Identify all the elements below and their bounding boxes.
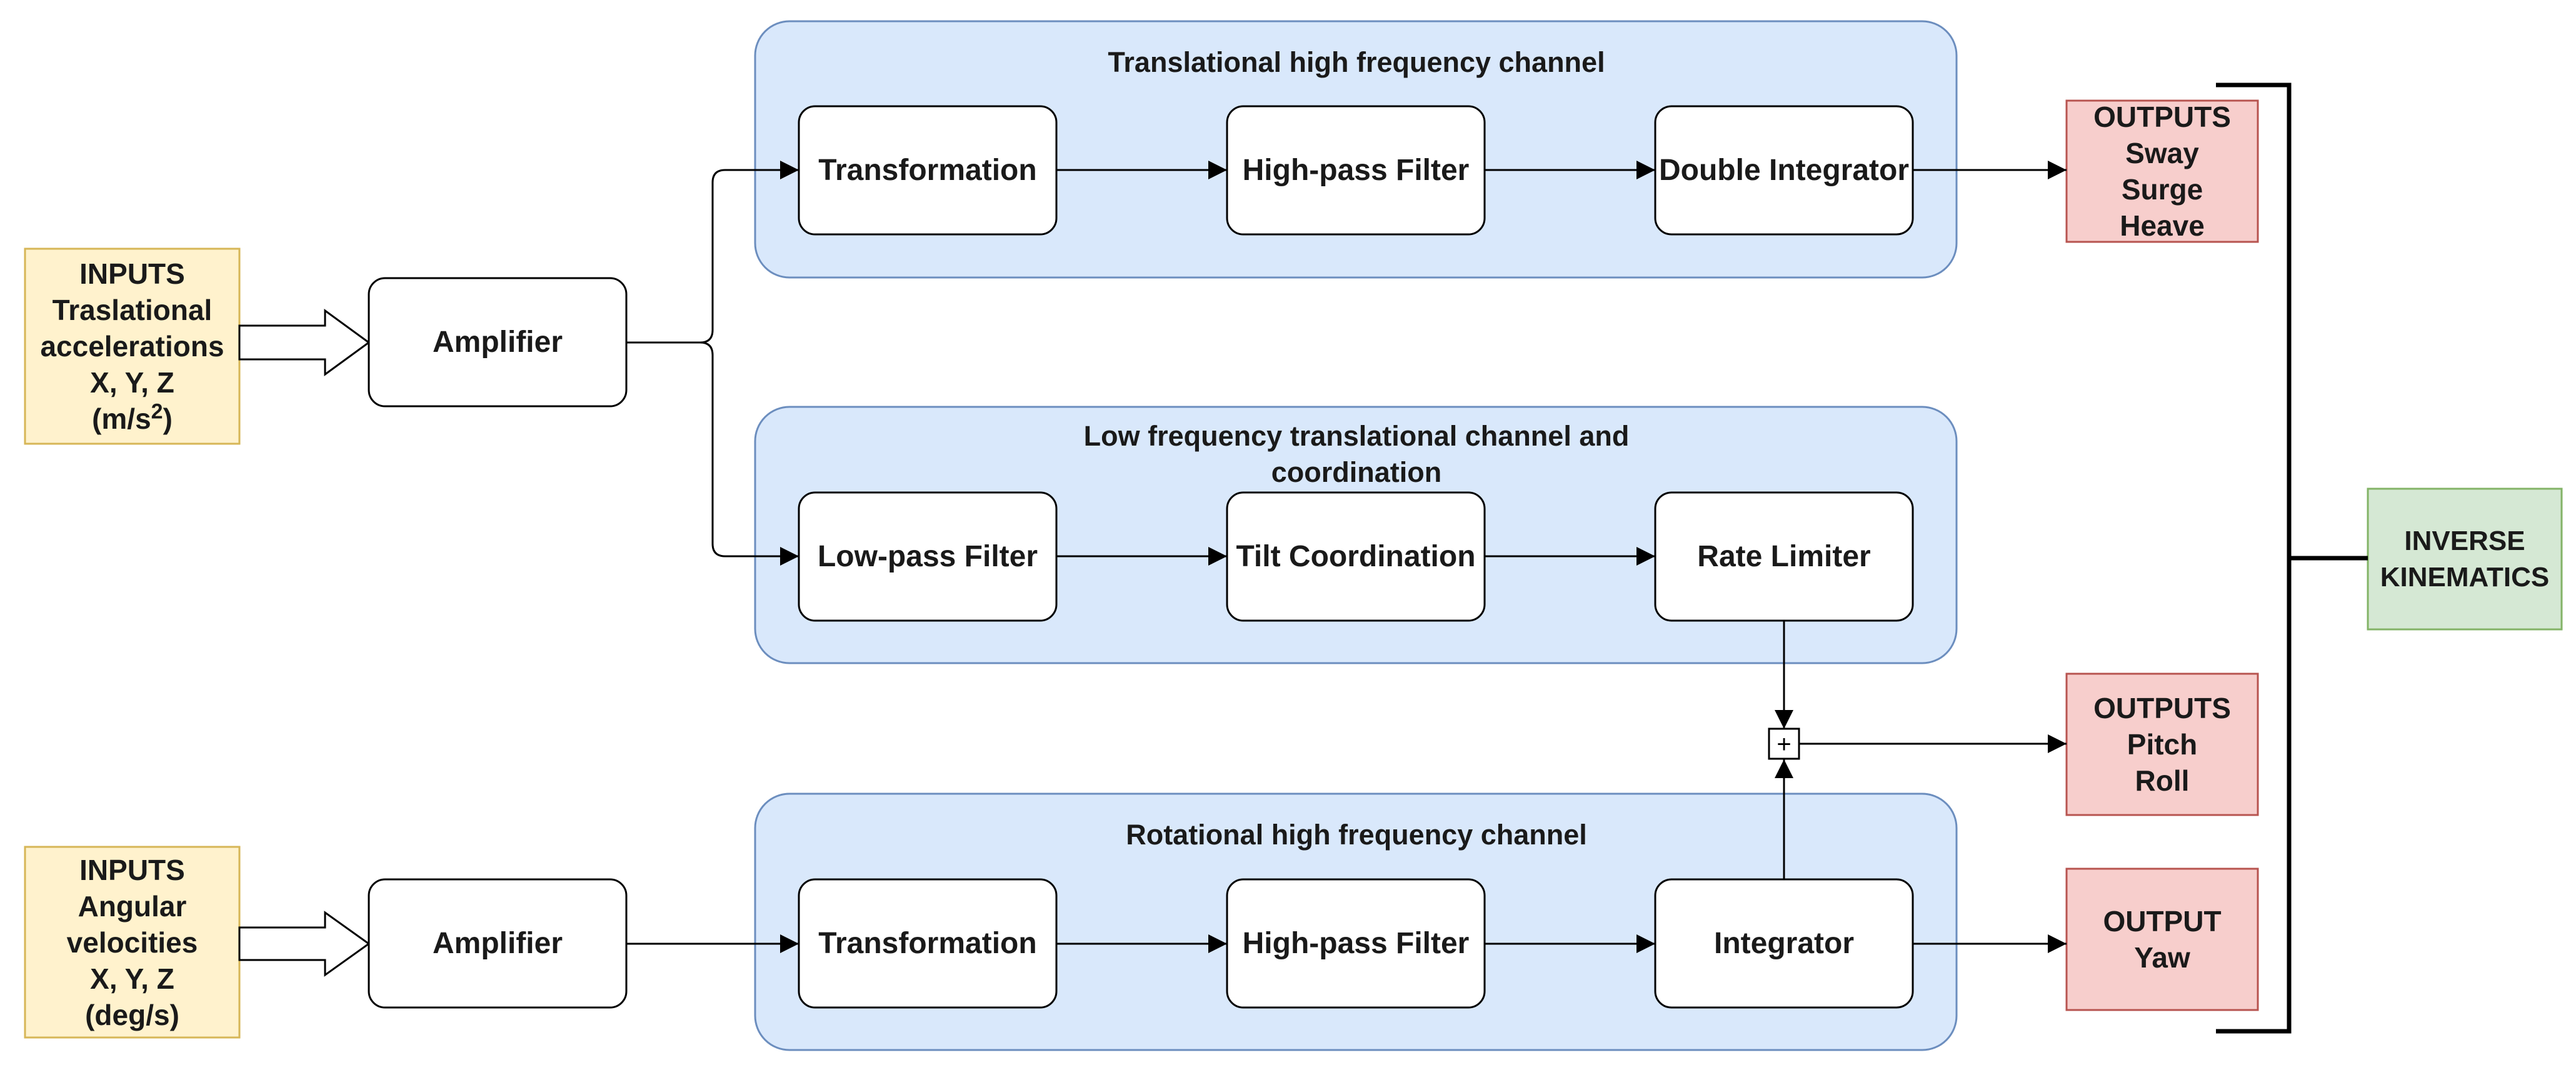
- output-heave: Heave: [2120, 209, 2205, 242]
- output-roll: Roll: [2135, 764, 2190, 797]
- inverse-kinematics-label: INVERSE KINEMATICS: [2368, 489, 2562, 629]
- output-translational-box: [2065, 99, 2259, 243]
- input-translational-line3: X, Y, Z: [90, 366, 174, 399]
- input-angular-line1: Angular: [78, 889, 187, 922]
- output-surge: Surge: [2121, 173, 2203, 206]
- output-yaw-heading: OUTPUT: [2103, 905, 2222, 938]
- output-pitch-roll-box: [2065, 672, 2259, 816]
- double-integrator-label: Double Integrator: [1658, 154, 1909, 187]
- rate-limiter-label: Rate Limiter: [1697, 540, 1871, 573]
- input-angular-heading: INPUTS: [79, 853, 185, 886]
- output-pitch-roll-label: OUTPUTS Pitch Roll: [2067, 674, 2258, 815]
- output-translational-heading: OUTPUTS: [2093, 101, 2231, 133]
- output-yaw-label: OUTPUT Yaw: [2067, 869, 2258, 1010]
- input-arrow-angular: [238, 911, 371, 977]
- output-sway: Sway: [2125, 137, 2199, 169]
- inverse-kinematics-line2: KINEMATICS: [2380, 561, 2550, 592]
- input-arrow-translational: [238, 309, 371, 376]
- integrator-label: Integrator: [1713, 927, 1854, 960]
- input-angular-line4: (deg/s): [85, 998, 179, 1031]
- lowpass-label: Low-pass Filter: [817, 540, 1038, 573]
- inverse-kinematics-line1: INVERSE: [2404, 525, 2525, 556]
- input-angular-line2: velocities: [66, 926, 198, 959]
- highpass-bottom-label: High-pass Filter: [1242, 927, 1470, 960]
- output-translational-label: OUTPUTS Sway Surge Heave: [2067, 101, 2258, 242]
- sum-junction: [1768, 728, 1800, 760]
- translational-hf-channel-title: Translational high frequency channel: [1108, 46, 1605, 78]
- output-yaw-box: [2065, 868, 2259, 1011]
- input-translational-heading: INPUTS: [79, 258, 185, 290]
- output-yaw: Yaw: [2134, 941, 2190, 974]
- input-angular-box: [24, 846, 241, 1039]
- amplifier-bottom-label: Amplifier: [432, 927, 563, 960]
- input-translational-line2: accelerations: [40, 330, 224, 362]
- input-translational-unit: (m/s2): [92, 399, 173, 435]
- output-pitch: Pitch: [2127, 728, 2198, 761]
- tilt-coordination-label: Tilt Coordination: [1236, 540, 1476, 573]
- amplifier-top-label: Amplifier: [432, 326, 563, 359]
- inverse-kinematics-box: [2367, 488, 2563, 631]
- highpass-top-label: High-pass Filter: [1242, 154, 1470, 187]
- input-angular-label: INPUTS Angular velocities X, Y, Z (deg/s…: [25, 847, 239, 1038]
- sum-symbol: +: [1777, 731, 1791, 758]
- output-pitch-roll-heading: OUTPUTS: [2093, 692, 2231, 724]
- rotational-hf-channel-title: Rotational high frequency channel: [1126, 819, 1587, 851]
- input-translational-line1: Traslational: [52, 294, 213, 326]
- input-translational-label: INPUTS Traslational accelerations X, Y, …: [25, 249, 239, 444]
- connector-amp-branch-top: [626, 161, 799, 344]
- connector-amp-branch-low: [626, 341, 799, 566]
- input-angular-line3: X, Y, Z: [90, 962, 174, 995]
- transformation-bottom-label: Transformation: [818, 927, 1037, 960]
- transformation-top-label: Transformation: [818, 154, 1037, 187]
- low-frequency-channel-title: Low frequency translational channel and …: [1083, 420, 1630, 488]
